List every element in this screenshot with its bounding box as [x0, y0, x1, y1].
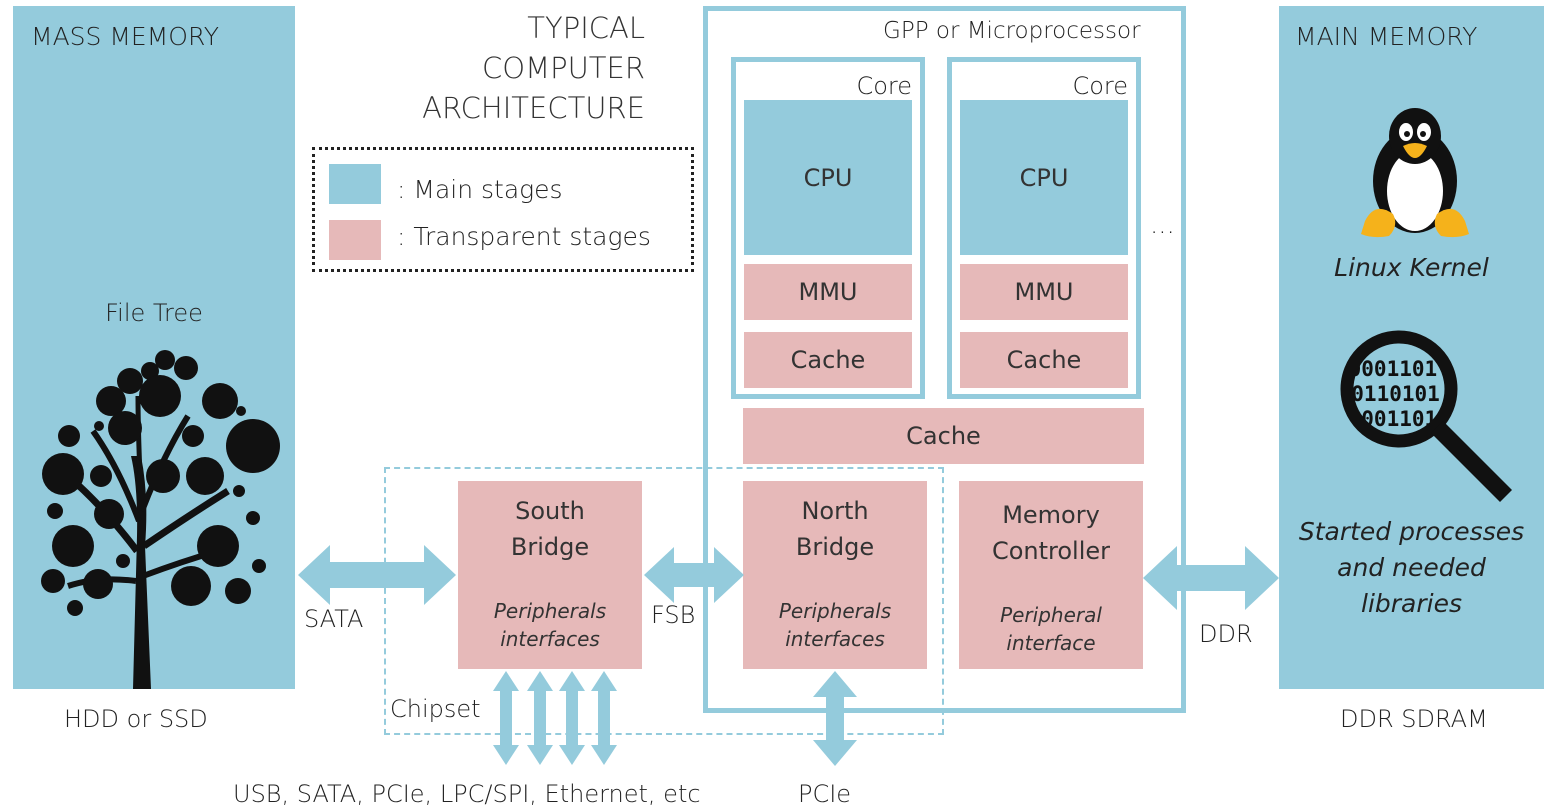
- title-line-1: TYPICAL: [527, 11, 645, 45]
- legend-main-label: : Main stages: [397, 175, 563, 204]
- north-bridge-sub-2: interfaces: [785, 627, 885, 651]
- processes-line-2: and needed: [1337, 553, 1486, 582]
- north-bridge-block: North Bridge Peripherals interfaces: [743, 481, 927, 669]
- north-bridge-line-1: North: [801, 497, 869, 525]
- mass-memory-caption: HDD or SSD: [64, 705, 208, 733]
- legend-transparent-label: : Transparent stages: [397, 222, 651, 251]
- processor-title: GPP or Microprocessor: [883, 18, 1141, 44]
- mmu-block-1: MMU: [744, 264, 912, 320]
- more-cores-ellipsis: ...: [1150, 210, 1175, 240]
- memory-controller-sub-2: interface: [1006, 631, 1096, 655]
- south-bridge-line-1: South: [515, 497, 585, 525]
- north-bridge-sub-1: Peripherals: [778, 599, 892, 623]
- diagram-title: TYPICAL COMPUTER ARCHITECTURE: [400, 8, 645, 128]
- south-bridge-sub-2: interfaces: [500, 627, 600, 651]
- processes-label: Started processes and needed libraries: [1279, 514, 1544, 622]
- linux-kernel-label: Linux Kernel: [1334, 253, 1489, 282]
- mmu-block-2: MMU: [960, 264, 1128, 320]
- legend-main-swatch: [329, 164, 381, 204]
- tree-icon: [41, 350, 280, 689]
- processes-line-3: libraries: [1361, 589, 1462, 618]
- magnifier-icon: 10001101 010110101 10001101: [1334, 330, 1513, 503]
- south-io-arrow-4: [591, 671, 617, 765]
- south-io-arrow-1: [493, 671, 519, 765]
- main-memory-title: MAIN MEMORY: [1295, 22, 1478, 51]
- tux-penguin-icon: [1361, 108, 1469, 238]
- mass-memory-panel: MASS MEMORY File Tree: [13, 6, 295, 689]
- ddr-label: DDR: [1199, 620, 1253, 648]
- legend-transparent-swatch: [329, 220, 381, 260]
- shared-cache-label: Cache: [906, 422, 981, 450]
- core-cache-label-1: Cache: [790, 346, 866, 374]
- mmu-label-2: MMU: [1014, 278, 1074, 306]
- chipset-label: Chipset: [390, 695, 481, 723]
- binary-line-2: 010110101: [1334, 382, 1440, 406]
- cpu-label-1: CPU: [803, 164, 853, 192]
- cpu-block-1: CPU: [744, 100, 912, 255]
- legend: : Main stages : Transparent stages: [312, 147, 694, 272]
- memory-controller-line-1: Memory: [1002, 501, 1100, 529]
- sata-arrow: [298, 545, 456, 605]
- cpu-block-2: CPU: [960, 100, 1128, 255]
- south-bridge-block: South Bridge Peripherals interfaces: [458, 481, 642, 669]
- title-line-2: COMPUTER: [482, 51, 645, 85]
- fsb-label: FSB: [651, 601, 696, 629]
- south-io-label: USB, SATA, PCIe, LPC/SPI, Ethernet, etc: [233, 780, 701, 808]
- file-tree-label: File Tree: [105, 299, 203, 327]
- south-bridge-sub-1: Peripherals: [493, 599, 607, 623]
- shared-cache-block: Cache: [743, 408, 1144, 464]
- north-io-label: PCIe: [798, 780, 852, 808]
- mass-memory-title: MASS MEMORY: [31, 22, 220, 51]
- title-line-3: ARCHITECTURE: [422, 91, 645, 125]
- south-io-arrow-2: [527, 671, 553, 765]
- core-cache-block-1: Cache: [744, 332, 912, 388]
- memory-controller-block: Memory Controller Peripheral interface: [959, 481, 1143, 669]
- north-io-arrow: [813, 671, 857, 766]
- sata-label: SATA: [304, 605, 364, 633]
- memory-controller-sub-1: Peripheral: [1000, 603, 1102, 627]
- core-cache-label-2: Cache: [1006, 346, 1082, 374]
- mmu-label-1: MMU: [798, 278, 858, 306]
- main-memory-caption: DDR SDRAM: [1340, 705, 1488, 733]
- core-box-1: Core CPU MMU Cache: [731, 57, 925, 399]
- memory-controller-line-2: Controller: [991, 537, 1111, 565]
- north-bridge-line-2: Bridge: [795, 533, 875, 561]
- ddr-arrow: [1143, 546, 1279, 610]
- south-bridge-line-2: Bridge: [510, 533, 590, 561]
- core-label-1: Core: [856, 72, 912, 100]
- main-memory-panel: MAIN MEMORY Linux Kernel 10001101 010110…: [1279, 6, 1544, 689]
- processes-line-1: Started processes: [1298, 517, 1525, 546]
- core-label-2: Core: [1072, 72, 1128, 100]
- fsb-arrow: [644, 547, 744, 603]
- core-cache-block-2: Cache: [960, 332, 1128, 388]
- chipset-region: [384, 467, 944, 735]
- south-io-arrow-3: [559, 671, 585, 765]
- core-box-2: Core CPU MMU Cache: [947, 57, 1141, 399]
- processor-outline: [703, 6, 1186, 713]
- cpu-label-2: CPU: [1019, 164, 1069, 192]
